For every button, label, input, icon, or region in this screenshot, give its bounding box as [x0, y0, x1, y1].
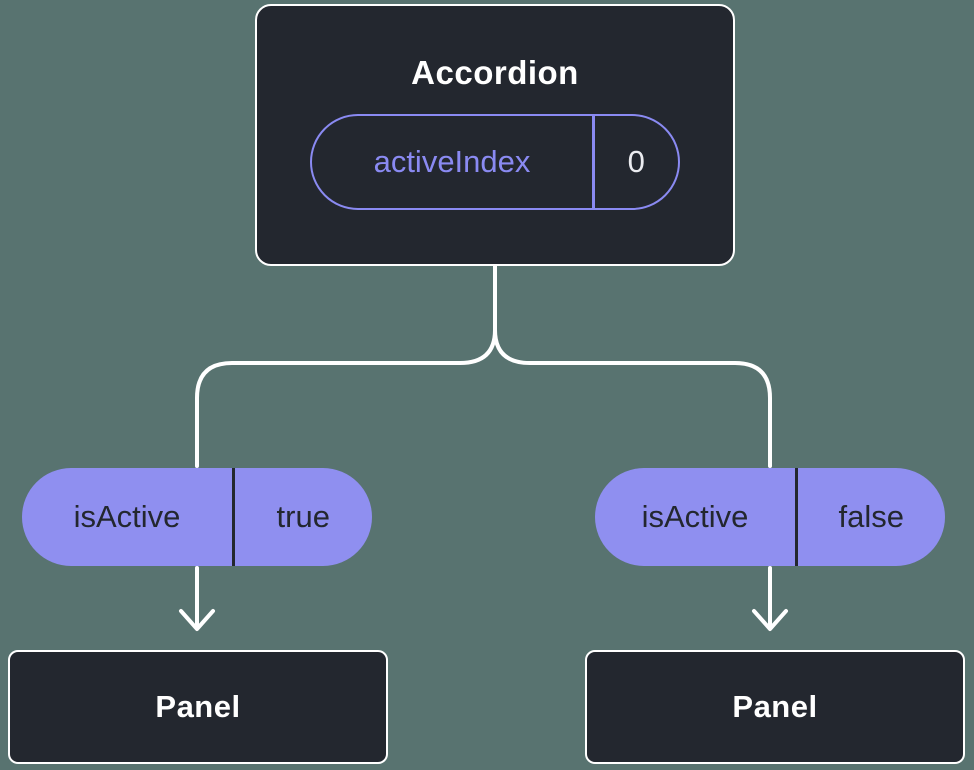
prop-pill-divider	[232, 468, 235, 566]
panel-node-left: Panel	[8, 650, 388, 764]
prop-pill-divider	[795, 468, 798, 566]
branch-right-line	[493, 263, 772, 468]
state-pill-divider	[592, 116, 595, 208]
state-value-label: 0	[627, 144, 645, 179]
prop-pill-right: isActive false	[595, 468, 945, 566]
prop-value-label: false	[838, 499, 904, 534]
prop-name-label: isActive	[641, 499, 749, 534]
prop-pill-left: isActive true	[22, 468, 372, 566]
panel-node-right: Panel	[585, 650, 965, 764]
accordion-node-title: Accordion	[411, 54, 579, 91]
state-name-label: activeIndex	[373, 144, 531, 179]
arrow-left-head	[179, 609, 215, 631]
prop-value-label: true	[276, 499, 330, 534]
arrow-right-head	[752, 609, 788, 631]
accordion-node: Accordion activeIndex 0	[255, 4, 735, 266]
state-pill: activeIndex 0	[310, 114, 680, 210]
prop-name-label: isActive	[73, 499, 181, 534]
branch-left-line	[195, 263, 497, 468]
